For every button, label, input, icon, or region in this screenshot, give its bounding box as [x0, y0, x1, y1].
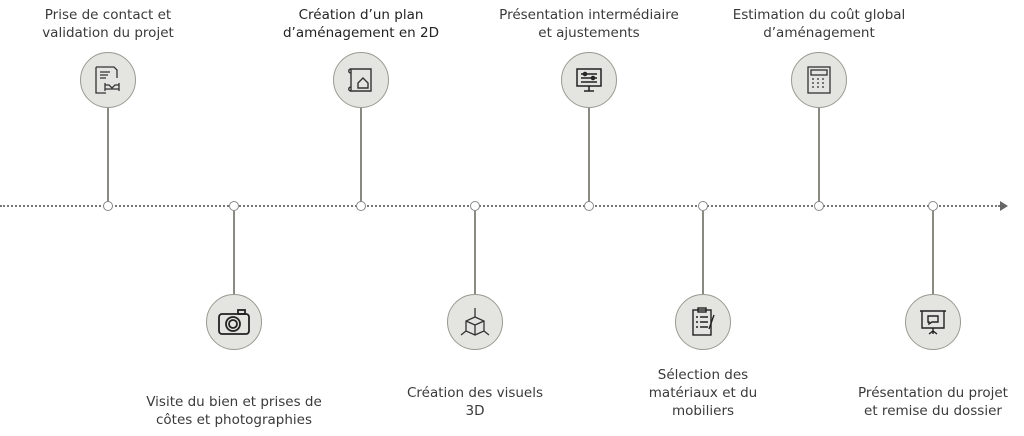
clipboard-checklist-icon — [675, 294, 731, 350]
step-3-node — [356, 201, 366, 211]
presentation-board-icon — [905, 294, 961, 350]
step-7-node — [814, 201, 824, 211]
blueprint-icon — [333, 52, 389, 108]
step-8-label: Présentation du projet et remise du doss… — [858, 385, 1008, 419]
step-6-label: Sélection des matériaux et du mobiliers — [648, 367, 758, 419]
step-7-label: Estimation du coût global d’aménagement — [732, 7, 906, 41]
step-4-node — [470, 201, 480, 211]
calculator-icon — [791, 52, 847, 108]
step-8-connector — [932, 211, 934, 295]
step-3-label: Création d’un plan d’aménagement en 2D — [282, 7, 440, 41]
step-3-connector — [360, 107, 362, 203]
step-2-label: Visite du bien et prises de côtes et pho… — [146, 394, 322, 428]
contract-handshake-icon — [80, 52, 136, 108]
step-2-node — [229, 201, 239, 211]
step-7-connector — [818, 107, 820, 203]
step-1-label: Prise de contact et validation du projet — [42, 7, 174, 41]
step-5-connector — [588, 107, 590, 203]
step-6-connector — [702, 211, 704, 295]
step-1-connector — [107, 107, 109, 203]
step-8-node — [928, 201, 938, 211]
step-4-connector — [474, 211, 476, 295]
step-2-connector — [233, 211, 235, 295]
step-5-label: Présentation intermédiaire et ajustement… — [499, 7, 679, 41]
step-4-label: Création des visuels 3D — [406, 385, 544, 419]
step-6-node — [698, 201, 708, 211]
camera-icon — [206, 294, 262, 350]
timeline-arrow-icon — [1000, 201, 1008, 211]
cube-3d-icon — [447, 294, 503, 350]
step-1-node — [103, 201, 113, 211]
step-5-node — [584, 201, 594, 211]
monitor-sliders-icon — [561, 52, 617, 108]
timeline-axis — [0, 205, 1000, 207]
